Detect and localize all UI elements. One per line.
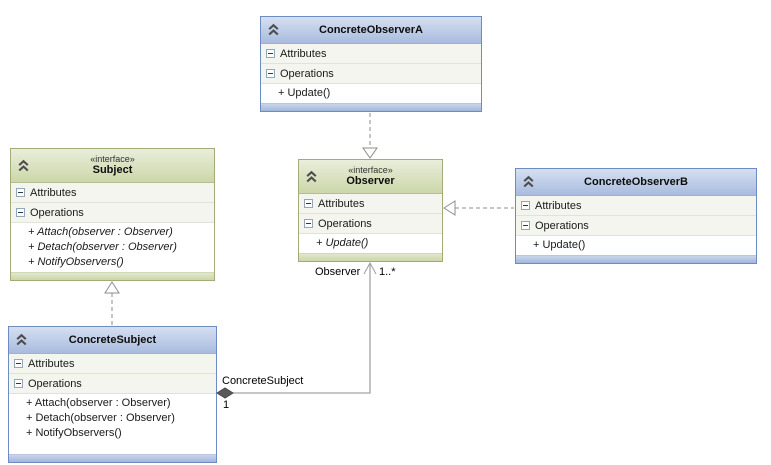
minus-expander-icon[interactable] xyxy=(16,208,25,217)
target-role-label: Observer xyxy=(315,266,361,278)
double-chevron-up-icon[interactable] xyxy=(16,159,30,172)
class-header[interactable]: «interface» Subject xyxy=(11,149,214,183)
method-item[interactable]: + Update() xyxy=(278,87,331,99)
bottom-strip xyxy=(261,103,481,111)
class-header[interactable]: «interface» Observer xyxy=(299,160,442,194)
target-multiplicity-label: 1..* xyxy=(379,266,396,278)
attributes-label: Attributes xyxy=(318,197,365,210)
minus-expander-icon[interactable] xyxy=(521,201,530,210)
double-chevron-up-icon[interactable] xyxy=(266,23,280,37)
operations-label: Operations xyxy=(28,377,82,390)
minus-expander-icon[interactable] xyxy=(521,221,530,230)
operations-row[interactable]: Operations xyxy=(299,214,442,234)
minus-expander-icon[interactable] xyxy=(14,359,23,368)
association-name-label: ConcreteSubject xyxy=(222,375,304,387)
class-header[interactable]: ConcreteObserverB xyxy=(516,169,756,196)
minus-expander-icon[interactable] xyxy=(266,49,275,58)
minus-expander-icon[interactable] xyxy=(16,188,25,197)
interface-subject[interactable]: «interface» Subject Attributes Operation… xyxy=(10,148,215,281)
class-concreteobserverb[interactable]: ConcreteObserverB Attributes Operations … xyxy=(515,168,757,264)
attributes-label: Attributes xyxy=(535,199,582,212)
operations-row[interactable]: Operations xyxy=(261,64,481,84)
realization-concreteobserverb-observer[interactable] xyxy=(443,200,514,216)
double-chevron-up-icon[interactable] xyxy=(521,175,535,189)
operations-label: Operations xyxy=(30,206,84,219)
attributes-row[interactable]: Attributes xyxy=(261,44,481,64)
class-header[interactable]: ConcreteSubject xyxy=(9,327,216,354)
methods-list: + Update() xyxy=(516,236,756,255)
stereotype-label: «interface» xyxy=(90,154,135,164)
double-chevron-up-icon[interactable] xyxy=(14,333,28,347)
class-header[interactable]: ConcreteObserverA xyxy=(261,17,481,44)
class-concreteobservera[interactable]: ConcreteObserverA Attributes Operations … xyxy=(260,16,482,112)
bottom-strip xyxy=(9,454,216,462)
interface-observer[interactable]: «interface» Observer Attributes Operatio… xyxy=(298,159,443,262)
attributes-label: Attributes xyxy=(28,357,75,370)
attributes-row[interactable]: Attributes xyxy=(9,354,216,374)
method-item[interactable]: + Update() xyxy=(533,239,586,251)
attributes-label: Attributes xyxy=(30,186,77,199)
class-title: ConcreteSubject xyxy=(68,333,157,346)
method-item[interactable]: + Update() xyxy=(316,237,369,249)
method-item[interactable]: + Detach(observer : Observer) xyxy=(28,241,177,253)
stereotype-label: «interface» xyxy=(348,165,393,175)
method-item[interactable]: + NotifyObservers() xyxy=(28,256,124,268)
attributes-label: Attributes xyxy=(280,47,327,60)
class-title: Subject xyxy=(92,164,133,177)
methods-list: + Attach(observer : Observer) + Detach(o… xyxy=(9,394,216,454)
minus-expander-icon[interactable] xyxy=(304,219,313,228)
method-item[interactable]: + NotifyObservers() xyxy=(26,427,122,439)
realization-concreteobservera-observer[interactable] xyxy=(362,113,378,159)
operations-row[interactable]: Operations xyxy=(9,374,216,394)
bottom-strip xyxy=(299,253,442,261)
operations-label: Operations xyxy=(318,217,372,230)
class-concretesubject[interactable]: ConcreteSubject Attributes Operations + … xyxy=(8,326,217,463)
realization-concretesubject-subject[interactable] xyxy=(104,281,120,325)
attributes-row[interactable]: Attributes xyxy=(516,196,756,216)
operations-label: Operations xyxy=(535,219,589,232)
operations-row[interactable]: Operations xyxy=(516,216,756,236)
attributes-row[interactable]: Attributes xyxy=(299,194,442,214)
method-item[interactable]: + Detach(observer : Observer) xyxy=(26,412,175,424)
class-title: Observer xyxy=(346,175,395,188)
methods-list: + Update() xyxy=(299,234,442,253)
double-chevron-up-icon[interactable] xyxy=(304,170,318,183)
source-multiplicity-label: 1 xyxy=(223,399,230,411)
class-title: ConcreteObserverB xyxy=(584,175,688,188)
class-title: ConcreteObserverA xyxy=(319,23,423,36)
operations-label: Operations xyxy=(280,67,334,80)
bottom-strip xyxy=(516,255,756,263)
bottom-strip xyxy=(11,272,214,280)
methods-list: + Attach(observer : Observer) + Detach(o… xyxy=(11,223,214,272)
method-item[interactable]: + Attach(observer : Observer) xyxy=(28,226,173,238)
minus-expander-icon[interactable] xyxy=(304,199,313,208)
method-item[interactable]: + Attach(observer : Observer) xyxy=(26,397,171,409)
minus-expander-icon[interactable] xyxy=(14,379,23,388)
methods-list: + Update() xyxy=(261,84,481,103)
operations-row[interactable]: Operations xyxy=(11,203,214,223)
minus-expander-icon[interactable] xyxy=(266,69,275,78)
attributes-row[interactable]: Attributes xyxy=(11,183,214,203)
